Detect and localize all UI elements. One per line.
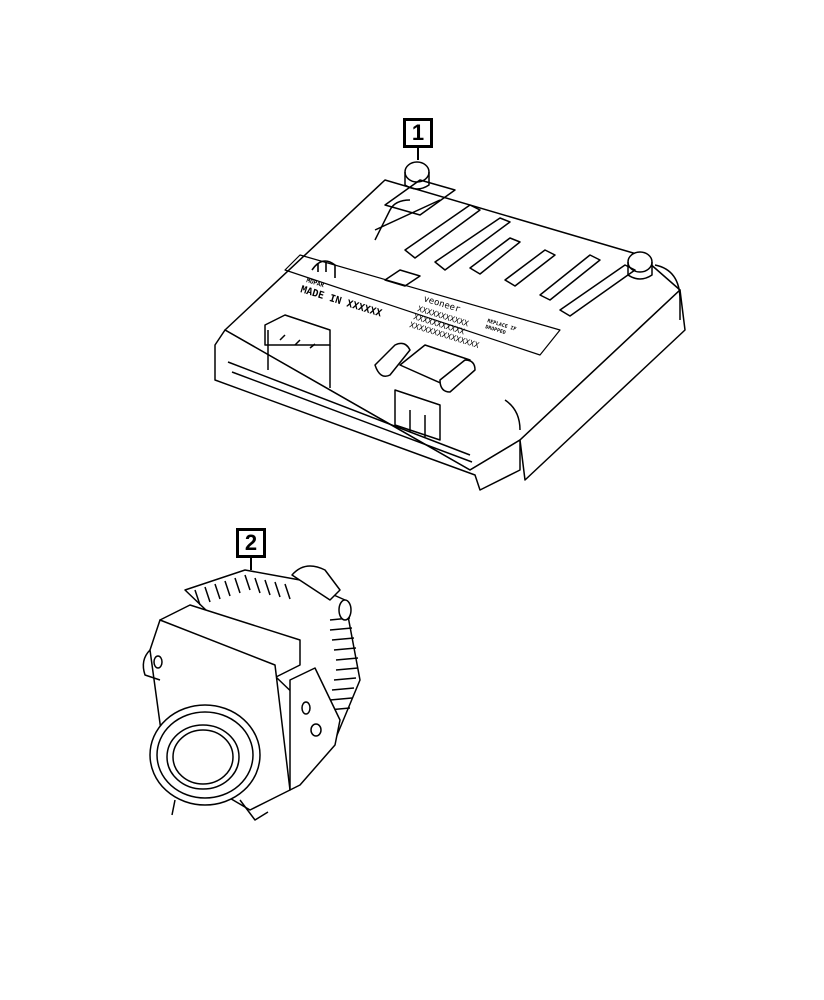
- camera-illustration[interactable]: [142, 565, 361, 821]
- callout-1-leader: [417, 148, 419, 160]
- control-module-illustration[interactable]: [214, 161, 686, 491]
- callout-2-number: 2: [244, 530, 258, 555]
- warning-line-2: DROPPED: [484, 324, 506, 336]
- callout-1-number: 1: [411, 120, 425, 145]
- callout-1[interactable]: 1: [403, 118, 433, 148]
- callout-2[interactable]: 2: [236, 528, 266, 558]
- callout-2-leader: [250, 558, 252, 570]
